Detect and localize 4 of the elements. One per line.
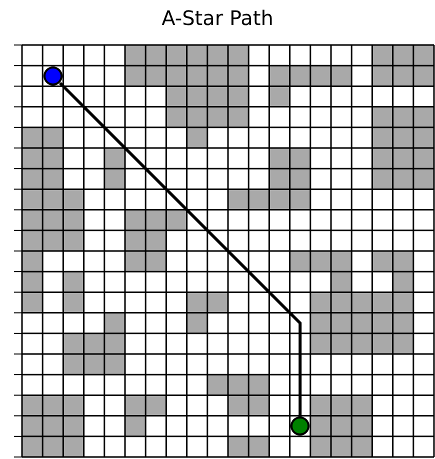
path-line xyxy=(58,82,302,416)
chart-title: A-Star Path xyxy=(160,6,274,30)
start-marker xyxy=(42,66,63,86)
goal-marker xyxy=(290,416,310,436)
